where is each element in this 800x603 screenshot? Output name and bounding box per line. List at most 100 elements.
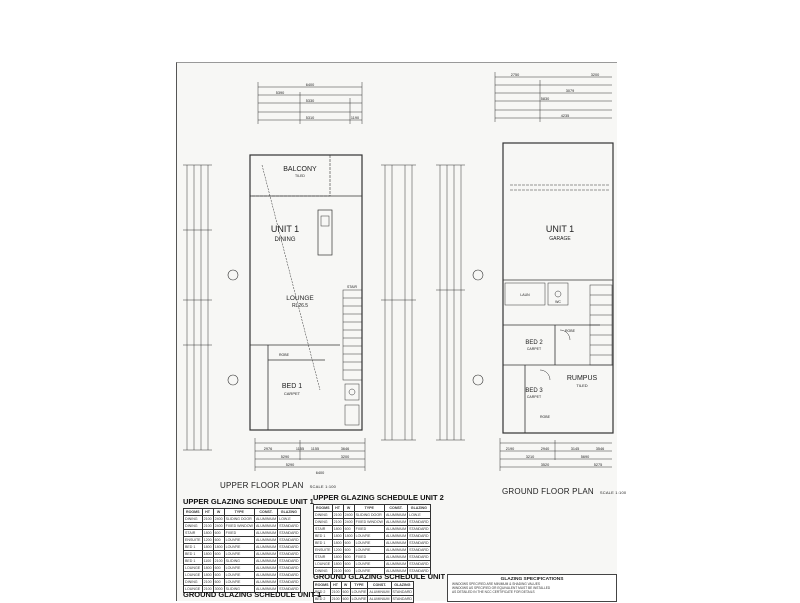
table-cell: ALUMINIUM <box>383 546 409 554</box>
schedule-header-cell: HT <box>331 504 344 512</box>
table-cell: LOUVRE <box>223 543 255 551</box>
table-cell: 2400 <box>212 515 225 523</box>
glazing-specifications: GLAZING SPECIFICATIONS WINDOWS SPECIFIED… <box>447 574 617 602</box>
table-cell: STANDARD <box>277 578 301 586</box>
table-cell: FIXED WINDOW <box>223 522 255 530</box>
ground-room-sub: CARPET <box>527 347 542 351</box>
ground-bottom-dimensions <box>499 438 612 471</box>
upper-room-sub: CARPET <box>284 391 301 396</box>
svg-text:1155: 1155 <box>296 447 304 451</box>
table-cell: LOUVRE <box>349 588 369 596</box>
table-cell: 600 <box>342 525 355 533</box>
svg-text:5310: 5310 <box>306 116 314 120</box>
table-cell: 2400 <box>342 511 355 519</box>
ground-room-name: UNIT 1 <box>546 224 574 234</box>
schedule-header-cell: CONST. <box>383 504 409 512</box>
table-cell: STANDARD <box>277 536 301 544</box>
table-cell: ALUMINIUM <box>253 585 279 593</box>
table-cell: STANDARD <box>390 588 415 596</box>
table-cell: LOUVRE <box>353 567 385 575</box>
table-cell: 1800 <box>212 543 225 551</box>
svg-text:3546: 3546 <box>596 447 604 451</box>
svg-text:6400: 6400 <box>316 471 324 475</box>
schedule-header-cell: GLAZING <box>407 504 431 512</box>
table-cell: 600 <box>340 588 351 596</box>
schedule-header-cell: HT <box>329 581 342 589</box>
upper-schedule-1-title: UPPER GLAZING SCHEDULE UNIT 1 <box>183 497 314 506</box>
table-cell: 1800 <box>201 550 214 558</box>
table-cell: 2100 <box>329 595 342 603</box>
table-cell: 2100 <box>201 522 214 530</box>
table-cell: ALUMINIUM <box>253 571 279 579</box>
table-cell: 1800 <box>342 532 355 540</box>
table-cell: LOUNGE <box>183 571 203 579</box>
table-cell: STANDARD <box>277 543 301 551</box>
table-cell: 2100 <box>329 588 342 596</box>
glazing-spec-line: AS DETAILED IN THE NCC CERTIFICATE FOR D… <box>452 590 535 594</box>
table-cell: ALUMINIUM <box>383 539 409 547</box>
table-cell: STANDARD <box>277 529 301 537</box>
ground-floor-scale: SCALE 1:100 <box>599 490 627 495</box>
ground-label: ROBE <box>565 329 576 333</box>
table-cell: STANDARD <box>277 557 301 565</box>
table-cell: LOW-E <box>277 515 301 523</box>
table-cell: 2100 <box>201 515 214 523</box>
table-cell: 2400 <box>212 522 225 530</box>
table-cell: DINING <box>183 578 203 586</box>
svg-text:3200: 3200 <box>341 455 349 459</box>
upper-dimension-text: 6400 5390 5330 5310 1190 2976 1155 1155 … <box>264 83 359 475</box>
schedule-header-cell: ROOMS <box>313 504 333 512</box>
table-cell: LOUNGE <box>183 564 203 572</box>
ground-label: ROBE <box>540 415 551 419</box>
svg-text:3145: 3145 <box>571 447 579 451</box>
upper-label: ROBE <box>279 353 290 357</box>
table-cell: ENSUITE <box>183 536 203 544</box>
table-cell: STANDARD <box>407 525 431 533</box>
table-cell: ALUMINIUM <box>253 564 279 572</box>
table-cell: STANDARD <box>277 585 301 593</box>
upper-schedule-2-title: UPPER GLAZING SCHEDULE UNIT 2 <box>313 493 444 502</box>
table-cell: STANDARD <box>407 553 431 561</box>
table-cell: SLIDING DOOR <box>223 515 255 523</box>
upper-floor-caption-text: UPPER FLOOR PLAN <box>220 481 304 490</box>
schedule-header-cell: TYPE <box>349 581 369 589</box>
svg-text:4235: 4235 <box>561 114 569 118</box>
table-cell: STANDARD <box>407 567 431 575</box>
ground-top-dimensions <box>494 72 612 122</box>
table-cell: ALUMINIUM <box>383 532 409 540</box>
table-cell: FIXED <box>353 553 385 561</box>
table-cell: 2100 <box>201 578 214 586</box>
table-cell: 600 <box>342 560 355 568</box>
table-cell: LOUVRE <box>353 539 385 547</box>
table-cell: 1800 <box>331 525 344 533</box>
table-cell: 600 <box>342 553 355 561</box>
table-cell: STANDARD <box>407 546 431 554</box>
table-cell: 600 <box>212 536 225 544</box>
upper-stair <box>342 289 363 381</box>
table-cell: 600 <box>212 550 225 558</box>
upper-floor-plan <box>183 82 416 471</box>
upper-room-name: BED 1 <box>282 383 302 390</box>
table-cell: 1800 <box>201 564 214 572</box>
table-cell: ALUMINIUM <box>383 525 409 533</box>
schedule-header-cell: ROOMS <box>183 508 203 516</box>
svg-text:5330: 5330 <box>306 99 314 103</box>
table-cell: 1200 <box>201 536 214 544</box>
table-cell: LOUVRE <box>349 595 369 603</box>
table-cell: DINING <box>183 515 203 523</box>
table-cell: ALUMINIUM <box>253 536 279 544</box>
